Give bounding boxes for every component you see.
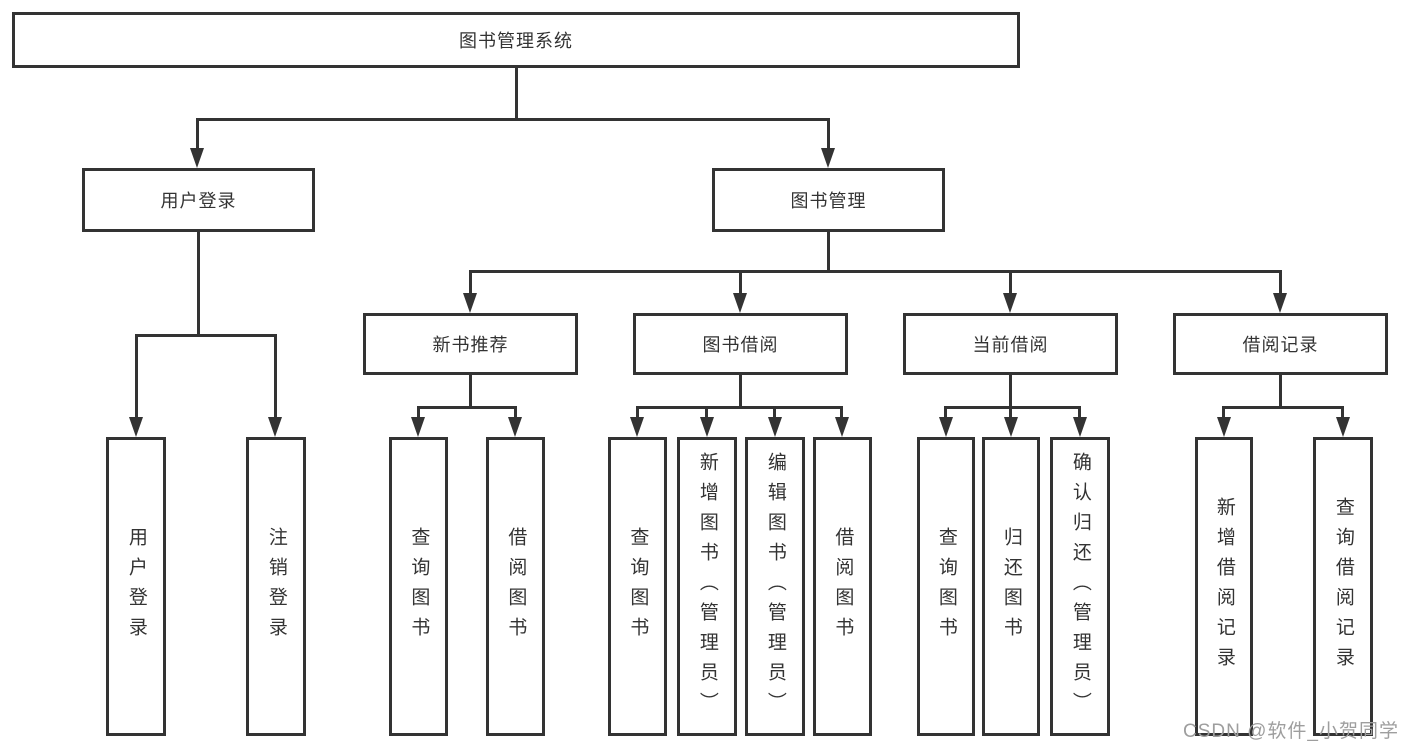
arrowhead-down xyxy=(1073,417,1087,437)
leaf-label: 借阅图书 xyxy=(505,526,527,647)
connector-drop xyxy=(196,121,199,150)
leaf-label: 借阅图书 xyxy=(832,526,854,647)
connector-level3-branch xyxy=(469,270,1282,273)
leaf-query-books-recommend: 查询图书 xyxy=(389,437,448,736)
connector-stem xyxy=(1279,375,1282,406)
connector-stem xyxy=(827,232,830,272)
leaf-label: 新增借阅记录 xyxy=(1213,496,1235,677)
arrowhead-down xyxy=(939,417,953,437)
node-label: 当前借阅 xyxy=(972,335,1049,355)
connector-drop xyxy=(1078,409,1081,419)
arrowhead-down xyxy=(700,417,714,437)
leaf-user-login: 用户登录 xyxy=(106,437,166,736)
arrowhead-down xyxy=(463,293,477,313)
connector-branch xyxy=(1222,406,1344,409)
arrowhead-down xyxy=(1004,417,1018,437)
node-new-book-recommend: 新书推荐 xyxy=(363,313,578,375)
leaf-label: 查询图书 xyxy=(408,526,430,647)
connector-drop xyxy=(705,409,708,419)
node-label: 新书推荐 xyxy=(432,335,509,355)
arrowhead-down xyxy=(1003,293,1017,313)
leaf-add-books-admin: 新增图书（管理员） xyxy=(677,437,737,736)
connector-drop xyxy=(135,337,138,417)
connector-root-stem xyxy=(515,68,518,120)
leaf-label: 查询图书 xyxy=(935,526,957,647)
connector-level2-branch xyxy=(196,118,830,121)
arrowhead-down xyxy=(508,417,522,437)
arrowhead-down xyxy=(1217,417,1231,437)
node-book-borrowing: 图书借阅 xyxy=(633,313,848,375)
connector-drop xyxy=(1222,409,1225,419)
node-label: 图书管理系统 xyxy=(459,31,573,51)
arrowhead-down xyxy=(733,293,747,313)
leaf-borrow-books: 借阅图书 xyxy=(813,437,872,736)
connector-drop xyxy=(274,337,277,417)
arrowhead-down xyxy=(630,417,644,437)
node-label: 借阅记录 xyxy=(1242,335,1319,355)
connector-drop xyxy=(840,409,843,419)
node-book-management: 图书管理 xyxy=(712,168,945,232)
leaf-query-borrow-record: 查询借阅记录 xyxy=(1313,437,1373,736)
leaf-label: 编辑图书（管理员） xyxy=(764,451,786,722)
leaf-logout: 注销登录 xyxy=(246,437,306,736)
arrowhead-down xyxy=(190,148,204,168)
leaf-label: 确认归还（管理员） xyxy=(1069,451,1091,722)
connector-drop xyxy=(417,409,420,419)
leaf-label: 新增图书（管理员） xyxy=(696,451,718,722)
leaf-label: 注销登录 xyxy=(265,526,287,647)
leaf-label: 查询借阅记录 xyxy=(1332,496,1354,677)
node-borrowing-records: 借阅记录 xyxy=(1173,313,1388,375)
leaf-borrow-books-recommend: 借阅图书 xyxy=(486,437,545,736)
arrowhead-down xyxy=(821,148,835,168)
node-current-borrowing: 当前借阅 xyxy=(903,313,1118,375)
connector-drop xyxy=(1279,273,1282,295)
connector-branch xyxy=(636,406,843,409)
leaf-add-borrow-record: 新增借阅记录 xyxy=(1195,437,1253,736)
connector-drop xyxy=(739,273,742,295)
connector-drop xyxy=(514,409,517,419)
connector-drop xyxy=(469,273,472,295)
connector-branch xyxy=(417,406,517,409)
node-label: 图书管理 xyxy=(790,191,867,211)
connector-stem xyxy=(739,375,742,406)
connector-drop xyxy=(1009,273,1012,295)
leaf-return-books: 归还图书 xyxy=(982,437,1040,736)
connector-branch xyxy=(135,334,277,337)
leaf-query-books-borrow: 查询图书 xyxy=(608,437,667,736)
arrowhead-down xyxy=(835,417,849,437)
arrowhead-down xyxy=(768,417,782,437)
connector-stem xyxy=(197,232,200,334)
leaf-label: 查询图书 xyxy=(627,526,649,647)
connector-branch xyxy=(944,406,1081,409)
arrowhead-down xyxy=(268,417,282,437)
arrowhead-down xyxy=(1273,293,1287,313)
connector-stem xyxy=(1009,375,1012,406)
leaf-query-books-current: 查询图书 xyxy=(917,437,975,736)
node-label: 图书借阅 xyxy=(702,335,779,355)
leaf-label: 用户登录 xyxy=(125,526,147,647)
connector-drop xyxy=(1341,409,1344,419)
arrowhead-down xyxy=(1336,417,1350,437)
connector-drop xyxy=(1009,409,1012,419)
connector-drop xyxy=(827,121,830,150)
connector-drop xyxy=(636,409,639,419)
arrowhead-down xyxy=(129,417,143,437)
connector-drop xyxy=(944,409,947,419)
leaf-edit-books-admin: 编辑图书（管理员） xyxy=(745,437,805,736)
connector-stem xyxy=(469,375,472,406)
node-label: 用户登录 xyxy=(160,191,237,211)
leaf-label: 归还图书 xyxy=(1000,526,1022,647)
node-library-system: 图书管理系统 xyxy=(12,12,1020,68)
leaf-confirm-return-admin: 确认归还（管理员） xyxy=(1050,437,1110,736)
arrowhead-down xyxy=(411,417,425,437)
node-user-login: 用户登录 xyxy=(82,168,315,232)
connector-drop xyxy=(773,409,776,419)
csdn-watermark: CSDN @软件_小贺同学 xyxy=(1183,721,1399,742)
